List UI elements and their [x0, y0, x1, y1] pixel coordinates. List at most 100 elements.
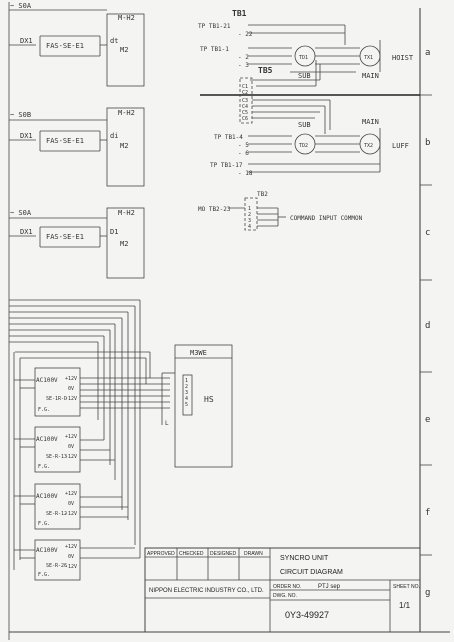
hoist-terminal-4: - 2 [238, 54, 249, 61]
power-1-fg: F.G. [38, 407, 50, 413]
dwg-value: 0Y3-49927 [285, 610, 329, 620]
luff-wiring [248, 128, 381, 173]
hoist-terminal-1: TP TB1-21 [198, 23, 231, 30]
power-3-p3: -12V [65, 511, 77, 517]
tb5-title: TB5 [258, 66, 273, 75]
module-1-input: DX1 [20, 37, 33, 45]
power-4-code: SE-R-26 [46, 563, 67, 569]
power-1-p2: 0V [68, 386, 74, 392]
module-1 [9, 9, 145, 87]
receiver-pin-3: 3 [185, 390, 188, 396]
tb5-pin-1: C1 [242, 84, 248, 90]
module-1-label: FAS-SE-E1 [46, 42, 84, 50]
module-2-box-text: M2 [120, 142, 128, 150]
luff-sub-symbol: TD2 [299, 143, 308, 149]
command-pin-4: 4 [248, 224, 251, 230]
command-label: COMMAND INPUT COMMON [290, 215, 363, 222]
power-2-p3: -12V [65, 454, 77, 460]
luff-terminal-4: TP TB1-17 [210, 162, 243, 169]
module-3-box-title: M-H2 [118, 209, 135, 217]
command-wiring [228, 197, 286, 231]
command-pin-1: 1 [248, 206, 251, 212]
luff-main-label: MAIN [362, 118, 379, 126]
drawing-title-2: CIRCUIT DIAGRAM [280, 569, 343, 576]
receiver-inner: HS [204, 395, 214, 404]
title-header-drawn: DRAWN [244, 551, 263, 557]
zone-e: e [425, 415, 430, 425]
company-name: NIPPON ELECTRIC INDUSTRY CO., LTD. [149, 588, 264, 594]
title-header-checked: CHECKED [179, 551, 204, 557]
tb5-box [239, 77, 253, 124]
luff-terminal-5: - 18 [238, 170, 253, 177]
luff-tag: LUFF [392, 142, 409, 150]
power-4-ac: AC100V [36, 547, 58, 554]
module-2 [9, 107, 145, 187]
command-pin-2: 2 [248, 212, 251, 218]
title-header-approved: APPROVED [147, 551, 175, 557]
zone-c: c [425, 228, 430, 238]
hoist-main-label: MAIN [362, 72, 379, 80]
receiver-box [161, 344, 233, 468]
hoist-main-symbol: TX1 [364, 55, 373, 61]
zone-g: g [425, 588, 430, 598]
module-2-out: di [110, 132, 118, 140]
hoist-terminal-3: TP TB1-1 [200, 46, 229, 53]
hoist-terminal-2: - 22 [238, 31, 253, 38]
module-2-input: DX1 [20, 132, 33, 140]
luff-sub-label: SUB [298, 121, 311, 129]
zone-d: d [425, 321, 430, 331]
zone-a: a [425, 48, 430, 58]
sheet-value: 1/1 [399, 601, 411, 610]
power-2-p2: 0V [68, 444, 74, 450]
sheet-label: SHEET NO. [393, 584, 420, 590]
module-3-input: DX1 [20, 228, 33, 236]
hoist-tb-title: TB1 [232, 9, 247, 18]
receiver-title: M3WE [190, 349, 207, 357]
luff-terminal-1: TP TB1-4 [214, 134, 243, 141]
power-3-p2: 0V [68, 501, 74, 507]
order-value: PTJ sep [318, 584, 341, 590]
hoist-wiring [248, 24, 381, 87]
module-3-tag: ~ S0A [10, 209, 32, 217]
order-label: ORDER NO. [273, 584, 301, 590]
power-3-p1: +12V [65, 491, 77, 497]
luff-main-symbol: TX2 [364, 143, 373, 149]
module-1-out: dt [110, 37, 118, 45]
dwg-label: DWG. NO. [273, 593, 297, 599]
tb5-pin-6: C6 [242, 116, 248, 122]
receiver-pin-1: 1 [185, 378, 188, 384]
tb5-pin-2: C2 [242, 90, 248, 96]
module-1-box-title: M-H2 [118, 14, 135, 22]
receiver-pin-4: 4 [185, 396, 188, 402]
receiver-pin-5: 5 [185, 402, 188, 408]
module-2-label: FAS-SE-E1 [46, 137, 84, 145]
power-3-code: SE-R-12 [46, 511, 67, 517]
power-1-ac: AC100V [36, 377, 58, 384]
power-4-fg: F.G. [38, 572, 50, 578]
module-3-out: D1 [110, 228, 118, 236]
receiver-pin-l: L [165, 420, 169, 427]
command-pin-3: 3 [248, 218, 251, 224]
power-3-fg: F.G. [38, 521, 50, 527]
hoist-terminal-5: - 3 [238, 62, 249, 69]
power-1-p3: -12V [65, 396, 77, 402]
power-module-boxes [14, 367, 140, 581]
power-3-ac: AC100V [36, 493, 58, 500]
wiring-bundle [9, 299, 170, 570]
hoist-sub-symbol: TD1 [299, 55, 308, 61]
module-3-label: FAS-SE-E1 [46, 233, 84, 241]
module-3 [9, 207, 145, 279]
command-tb-title: TB2 [257, 191, 268, 198]
command-terminal: MO TB2-23 [198, 206, 231, 213]
power-1-code: SE-1R-D [46, 396, 67, 402]
hoist-tag: HOIST [392, 54, 414, 62]
power-4-p1: +12V [65, 544, 77, 550]
module-1-box-text: M2 [120, 46, 128, 54]
power-2-p1: +12V [65, 434, 77, 440]
tb5-pin-4: C4 [242, 104, 248, 110]
drawing-title-1: SYNCRO UNIT [280, 555, 329, 562]
zone-f: f [425, 508, 430, 518]
title-header-designed: DESIGNED [210, 551, 237, 557]
